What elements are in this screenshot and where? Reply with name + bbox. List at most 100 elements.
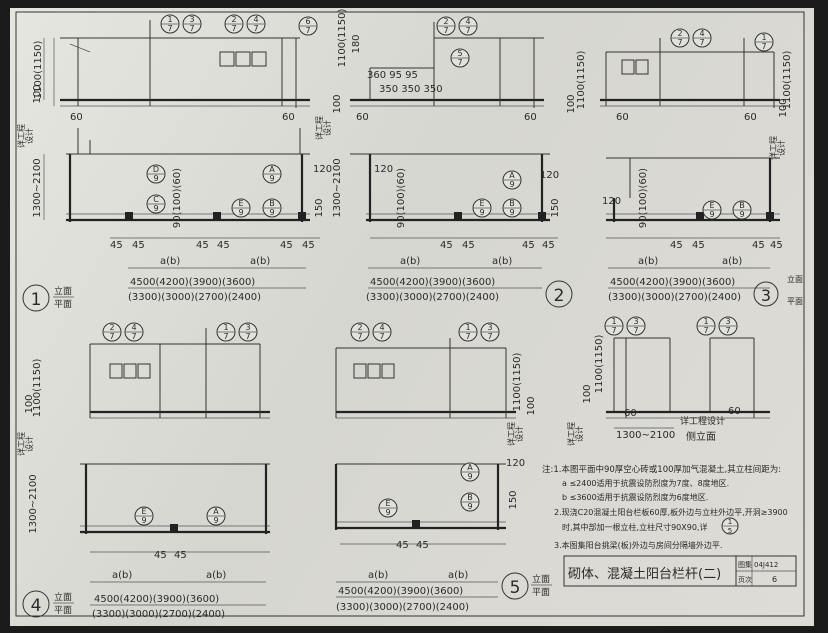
svg-text:(3300)(3000)(2700)(2400): (3300)(3000)(2700)(2400)	[366, 292, 499, 303]
svg-text:7: 7	[465, 332, 470, 341]
svg-text:5: 5	[728, 527, 732, 535]
svg-text:a(b): a(b)	[448, 570, 468, 581]
svg-text:a(b): a(b)	[400, 256, 420, 267]
ref-1-7-f: 1 7	[604, 316, 624, 336]
svg-text:1300~2100: 1300~2100	[616, 430, 675, 441]
svg-text:a(b): a(b)	[250, 256, 270, 267]
svg-text:45: 45	[174, 550, 187, 561]
ref-C9: C 9	[146, 194, 166, 214]
svg-text:45: 45	[670, 240, 683, 251]
notes: 注:1.本图平面中90厚空心砖或100厚加气混凝土,其立柱间距为: a ≤240…	[542, 464, 788, 550]
svg-text:7: 7	[253, 24, 258, 33]
svg-text:A: A	[269, 165, 275, 174]
svg-text:120: 120	[540, 170, 559, 181]
note-1b: b ≤3600适用于抗震设防烈度为6度地区.	[562, 492, 708, 502]
svg-text:9: 9	[238, 208, 243, 217]
svg-text:5: 5	[457, 49, 462, 58]
svg-text:90(100)(60): 90(100)(60)	[396, 168, 407, 228]
svg-text:6: 6	[305, 17, 310, 26]
dim-60-left: 60	[70, 112, 83, 123]
svg-text:a(b): a(b)	[368, 570, 388, 581]
drawing-sheet: 1100(1150) 100 60 60 详工程 设计 1 7 3 7 2 7	[10, 8, 814, 626]
detail-4: 1100(1150) 100 详工程 设计 2 7 4 7 1 7 3 7	[16, 322, 270, 620]
svg-text:1300~2100: 1300~2100	[28, 474, 39, 533]
svg-text:7: 7	[725, 326, 730, 335]
svg-text:设计: 设计	[24, 436, 34, 452]
svg-text:9: 9	[153, 174, 158, 183]
svg-text:45: 45	[692, 240, 705, 251]
ref-2-7-d: 2 7	[102, 322, 122, 342]
svg-text:7: 7	[677, 38, 682, 47]
ref-A9-d: A 9	[206, 506, 226, 526]
ref-4-7-e: 4 7	[372, 322, 392, 342]
svg-text:设计: 设计	[514, 426, 524, 442]
svg-text:45: 45	[752, 240, 765, 251]
svg-text:B: B	[509, 199, 515, 208]
svg-text:平面: 平面	[54, 299, 72, 310]
detail-2: 1100(1150) 180 360 95 95 350 350 350 100…	[314, 9, 573, 308]
svg-text:E: E	[238, 199, 243, 208]
svg-text:2: 2	[677, 29, 682, 38]
ref-B9-c: B 9	[732, 200, 752, 220]
svg-text:详工程设计: 详工程设计	[680, 415, 725, 427]
svg-text:9: 9	[739, 210, 744, 219]
svg-text:7: 7	[703, 326, 708, 335]
svg-text:7: 7	[131, 332, 136, 341]
svg-text:60: 60	[616, 112, 629, 123]
svg-text:A: A	[213, 507, 219, 516]
svg-text:100: 100	[332, 94, 343, 113]
svg-text:7: 7	[167, 24, 172, 33]
svg-text:(3300)(3000)(2700)(2400): (3300)(3000)(2700)(2400)	[92, 609, 225, 620]
detail-1-elevation: 1100(1150) 100 60 60 详工程 设计	[16, 20, 310, 148]
note-1: 注:1.本图平面中90厚空心砖或100厚加气混凝土,其立柱间距为:	[542, 464, 781, 475]
svg-text:4500(4200)(3900)(3600): 4500(4200)(3900)(3600)	[94, 594, 219, 605]
svg-text:4500(4200)(3900)(3600): 4500(4200)(3900)(3600)	[130, 277, 255, 288]
ref-2-7-b: 2 7	[436, 16, 456, 36]
svg-text:平面: 平面	[54, 605, 72, 616]
svg-text:45: 45	[770, 240, 783, 251]
svg-text:1100(1150): 1100(1150)	[594, 335, 605, 394]
svg-text:45: 45	[396, 540, 409, 551]
hole-2	[235, 51, 251, 67]
svg-text:1100(1150): 1100(1150)	[512, 353, 523, 412]
svg-text:3: 3	[761, 286, 771, 305]
svg-text:45: 45	[440, 240, 453, 251]
svg-text:3: 3	[725, 317, 730, 326]
svg-text:立面: 立面	[54, 285, 72, 297]
ref-2-7: 2 7	[224, 14, 244, 34]
detail-4-label: 4 立面 平面	[22, 590, 74, 618]
svg-text:设计: 设计	[24, 128, 34, 144]
svg-text:7: 7	[109, 332, 114, 341]
svg-text:a(b): a(b)	[160, 256, 180, 267]
svg-text:A: A	[467, 463, 473, 472]
svg-text:1: 1	[223, 323, 228, 332]
svg-text:a(b): a(b)	[206, 570, 226, 581]
ref-2-7-e: 2 7	[350, 322, 370, 342]
svg-text:9: 9	[153, 204, 158, 213]
ref-E9-b: E 9	[472, 198, 492, 218]
svg-text:C: C	[153, 195, 159, 204]
detail-5-label: 5 立面 平面	[501, 572, 552, 600]
svg-text:D: D	[153, 165, 159, 174]
svg-text:150: 150	[314, 198, 325, 217]
svg-text:45: 45	[416, 540, 429, 551]
svg-text:详工程: 详工程	[566, 422, 576, 446]
detail-5: 1100(1150) 100 详工程 设计 2 7 4 7 1 7 3 7	[334, 322, 552, 613]
ref-E9-c: E 9	[702, 200, 722, 220]
ref-D9: D 9	[146, 164, 166, 184]
svg-text:(3300)(3000)(2700)(2400): (3300)(3000)(2700)(2400)	[608, 292, 741, 303]
svg-text:7: 7	[357, 332, 362, 341]
svg-text:7: 7	[465, 26, 470, 35]
svg-text:9: 9	[213, 516, 218, 525]
svg-text:7: 7	[231, 24, 236, 33]
ref-3-7-e: 3 7	[480, 322, 500, 342]
svg-text:45: 45	[110, 240, 123, 251]
svg-text:100: 100	[24, 394, 35, 413]
svg-text:3: 3	[245, 323, 250, 332]
ref-1-7-g: 1 7	[696, 316, 716, 336]
svg-text:2: 2	[357, 323, 362, 332]
svg-text:4: 4	[31, 596, 42, 616]
svg-text:设计: 设计	[776, 140, 786, 156]
svg-text:1100(1150): 1100(1150)	[782, 51, 793, 110]
svg-text:立面: 立面	[787, 274, 803, 284]
